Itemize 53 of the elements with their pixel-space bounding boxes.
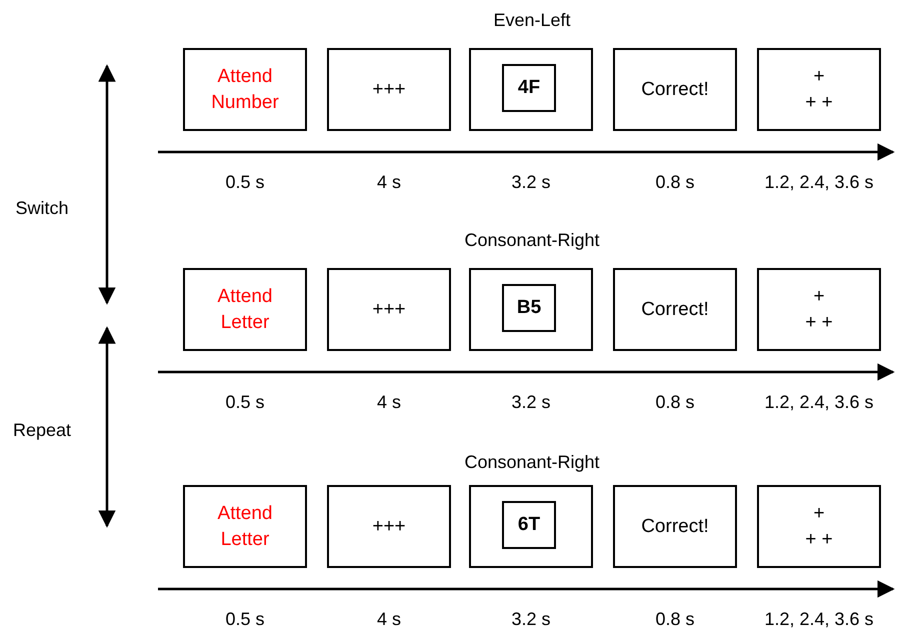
fixation-text: +++ — [372, 78, 406, 102]
duration-label: 4 s — [377, 172, 401, 193]
cue-text: Attend Number — [210, 64, 280, 114]
trial-type-label: Switch — [16, 198, 68, 219]
duration-label: 3.2 s — [511, 392, 551, 413]
duration-label: 1.2, 2.4, 3.6 s — [764, 392, 874, 413]
cue-text: Attend Letter — [216, 284, 274, 334]
stimulus-text: 6T — [518, 513, 540, 538]
duration-label: 3.2 s — [511, 172, 551, 193]
duration-label: 1.2, 2.4, 3.6 s — [764, 609, 874, 630]
stimulus-screen — [469, 268, 593, 351]
fixation-box — [327, 485, 451, 568]
trial-type-label: Repeat — [12, 420, 72, 441]
cue-box — [183, 485, 307, 568]
feedback-text: Correct! — [641, 298, 709, 322]
cue-text: Attend Letter — [216, 502, 274, 552]
stimulus-text: B5 — [516, 296, 542, 320]
fixation-text: +++ — [372, 298, 406, 322]
stimulus-text: 4F — [518, 76, 540, 100]
duration-label: 0.8 s — [655, 172, 695, 193]
duration-label: 4 s — [377, 392, 401, 413]
duration-label: 0.5 s — [225, 172, 265, 193]
stimulus-box — [502, 284, 556, 332]
feedback-text: Correct! — [641, 78, 709, 102]
stimulus-screen — [469, 48, 593, 131]
fixation-cross: + + + — [805, 502, 833, 552]
fixation-cross: + + + — [805, 284, 833, 334]
stimulus-screen — [469, 485, 593, 568]
cue-box — [183, 268, 307, 351]
feedback-text: Correct! — [641, 514, 709, 539]
fixation-cross: + + + — [805, 64, 833, 114]
duration-label: 0.5 s — [225, 392, 265, 413]
duration-label: 4 s — [377, 609, 401, 630]
fixation-text: +++ — [372, 514, 406, 539]
feedback-box — [613, 268, 737, 351]
condition-heading: Consonant-Right — [464, 230, 600, 251]
fixation-box — [327, 48, 451, 131]
fixation-box — [757, 48, 881, 131]
cue-box — [183, 48, 307, 131]
feedback-box — [613, 48, 737, 131]
fixation-box — [757, 268, 881, 351]
duration-label: 1.2, 2.4, 3.6 s — [764, 172, 874, 193]
duration-label: 0.5 s — [225, 609, 265, 630]
feedback-box — [613, 485, 737, 568]
condition-heading: Consonant-Right — [464, 452, 600, 473]
stimulus-box — [502, 64, 556, 112]
duration-label: 0.8 s — [655, 609, 695, 630]
fixation-box — [757, 485, 881, 568]
duration-label: 0.8 s — [655, 392, 695, 413]
fixation-box — [327, 268, 451, 351]
duration-label: 3.2 s — [511, 609, 551, 630]
stimulus-box — [502, 501, 556, 549]
condition-heading: Even-Left — [493, 10, 571, 31]
